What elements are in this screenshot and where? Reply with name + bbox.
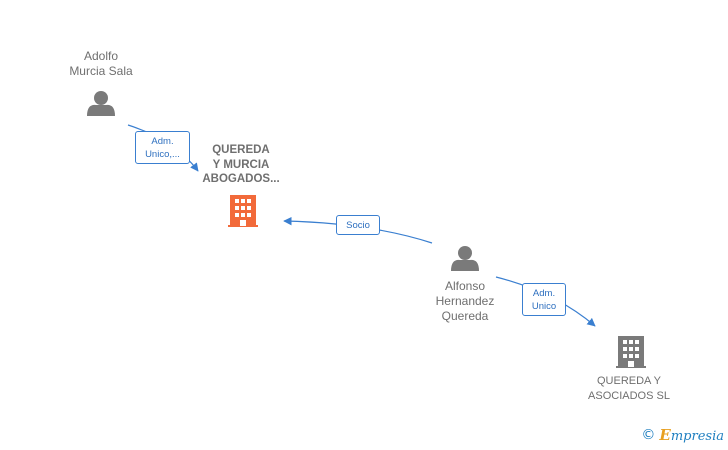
person-label-adolfo[interactable]: Adolfo Murcia Sala: [69, 49, 133, 78]
edge-label-alfonso-socio: Socio: [336, 215, 380, 235]
person-icon[interactable]: [451, 246, 479, 271]
company-label-quereda-asociados[interactable]: QUEREDA Y ASOCIADOS SL: [588, 375, 670, 402]
copyright-symbol: ©: [641, 427, 656, 443]
edge-label-alfonso-role: Adm. Unico: [522, 283, 566, 316]
company-label-quereda-murcia[interactable]: QUEREDA Y MURCIA ABOGADOS...: [202, 144, 280, 185]
building-icon[interactable]: [616, 336, 646, 368]
brand-footer: © Empresia: [641, 426, 724, 444]
brand-initial: E: [659, 426, 671, 444]
person-label-alfonso[interactable]: Alfonso Hernandez Quereda: [435, 279, 495, 323]
building-icon[interactable]: [228, 195, 258, 227]
edge-label-adolfo-role: Adm. Unico,...: [135, 131, 190, 164]
brand-name: mpresia: [670, 429, 724, 444]
empresia-logo[interactable]: Empresia: [659, 426, 724, 444]
person-icon[interactable]: [87, 91, 115, 116]
